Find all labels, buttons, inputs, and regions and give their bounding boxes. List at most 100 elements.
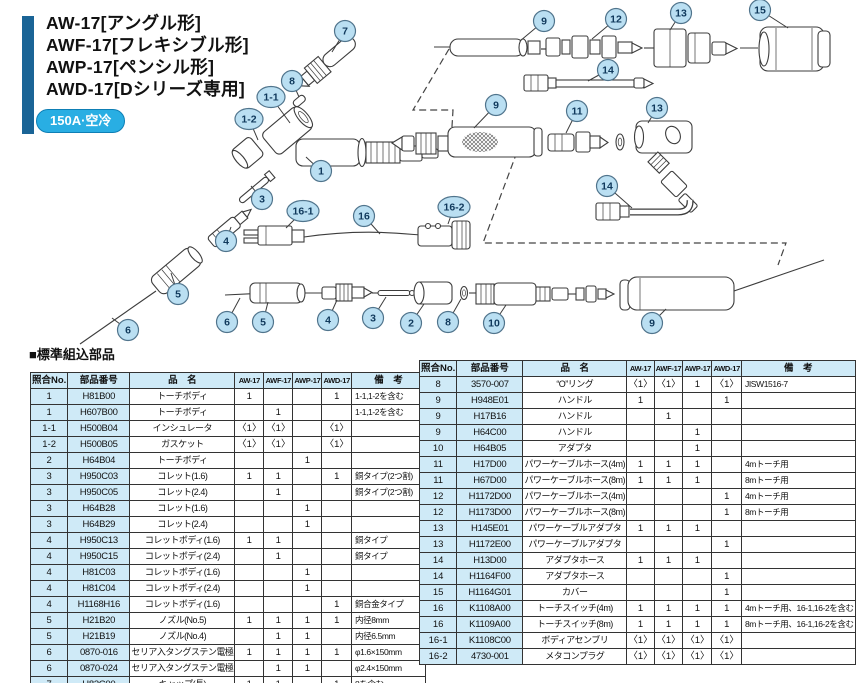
cell: 1 [292,628,323,645]
cell: 16-1 [418,632,458,649]
cell [711,552,742,569]
callout-15: 15 [748,0,789,29]
cell: 1 [653,472,684,489]
cell: 6 [29,644,69,661]
cell: トーチスイッチ(4m) [522,600,628,617]
cell [653,504,684,521]
cell: コレットボディ(1.6) [129,596,236,613]
cell: H950C15 [67,548,131,565]
cell: K1108C00 [456,632,524,649]
cell [711,472,742,489]
svg-text:10: 10 [488,318,500,330]
cell: 1 [626,520,655,537]
cell [263,500,294,517]
cell [682,392,713,409]
cell: コレット(1.6) [129,468,236,485]
cell [263,388,294,405]
cell [626,536,655,553]
cell: 1 [682,616,713,633]
svg-text:1-2: 1-2 [241,114,256,126]
cell: 1 [626,392,655,409]
cell: 1 [653,600,684,617]
cell: 9 [418,424,458,441]
cell: 銅タイプ(2つ割) [351,484,426,501]
cell: K1108A00 [456,600,524,617]
cell: 1 [321,468,352,485]
cell: 8mトーチ用 [740,472,856,489]
cell: 1 [234,612,265,629]
cell [653,440,684,457]
svg-text:13: 13 [651,103,663,115]
cell [263,564,294,581]
cell [626,488,655,505]
svg-text:9: 9 [493,100,499,112]
cell: 1 [234,676,265,683]
column-header: 部品番号 [456,360,524,377]
column-header: 品 名 [522,360,628,377]
cell: 14 [418,552,458,569]
cell [711,440,742,457]
cell: H145E01 [456,520,524,537]
callout-8: 8 [280,69,304,98]
cell: トーチスイッチ(8m) [522,616,628,633]
exploded-parts-diagram: .pt{fill:#fff;stroke:#3c3c3c;stroke-widt… [79,0,831,345]
cell: 1 [682,472,713,489]
callout-3: 3 [361,296,387,330]
callout-16-1: 16-1 [285,199,320,229]
cell: 内径8mm [351,612,426,629]
cell: 1 [711,488,742,505]
column-header: AWP-17 [682,360,713,377]
column-header: AW-17 [626,360,655,377]
cell: 1 [263,468,294,485]
cell [234,628,265,645]
cell: 1 [626,552,655,569]
cell: K1109A00 [456,616,524,633]
cell: 9 [418,392,458,409]
cell: 16 [418,616,458,633]
cell: ハンドル [522,424,628,441]
cell: ボディアセンブリ [522,632,628,649]
cell: 14 [418,568,458,585]
cell [321,500,352,517]
svg-text:5: 5 [260,317,266,329]
svg-text:14: 14 [601,181,613,193]
cell: 8mトーチ用 [740,504,856,521]
cell: 3 [29,516,69,533]
cell [321,452,352,469]
cell: 1 [263,660,294,677]
svg-text:4: 4 [223,236,229,248]
cell: コレット(2.4) [129,484,236,501]
cell: 4 [29,596,69,613]
cell: 5 [29,612,69,629]
cell: H64C00 [456,424,524,441]
cell: アダプタ [522,440,628,457]
cell [351,564,426,581]
callout-1: 1 [305,156,333,183]
cell: 6 [29,660,69,677]
callout-16-2: 16-2 [437,195,471,225]
cell [682,568,713,585]
cell: パワーケーブルホース(4m) [522,456,628,473]
cell: 1-1 [29,420,69,437]
cell [292,388,323,405]
cell [740,552,856,569]
cell: コレットボディ(1.6) [129,564,236,581]
cell [321,660,352,677]
cell: H1172E00 [456,536,524,553]
cell: 〈1〉 [711,376,742,393]
svg-text:3: 3 [370,313,376,325]
cell: コレットボディ(1.6) [129,532,236,549]
cell [653,584,684,601]
cell [292,596,323,613]
cell [321,628,352,645]
cell: H500B04 [67,420,131,437]
